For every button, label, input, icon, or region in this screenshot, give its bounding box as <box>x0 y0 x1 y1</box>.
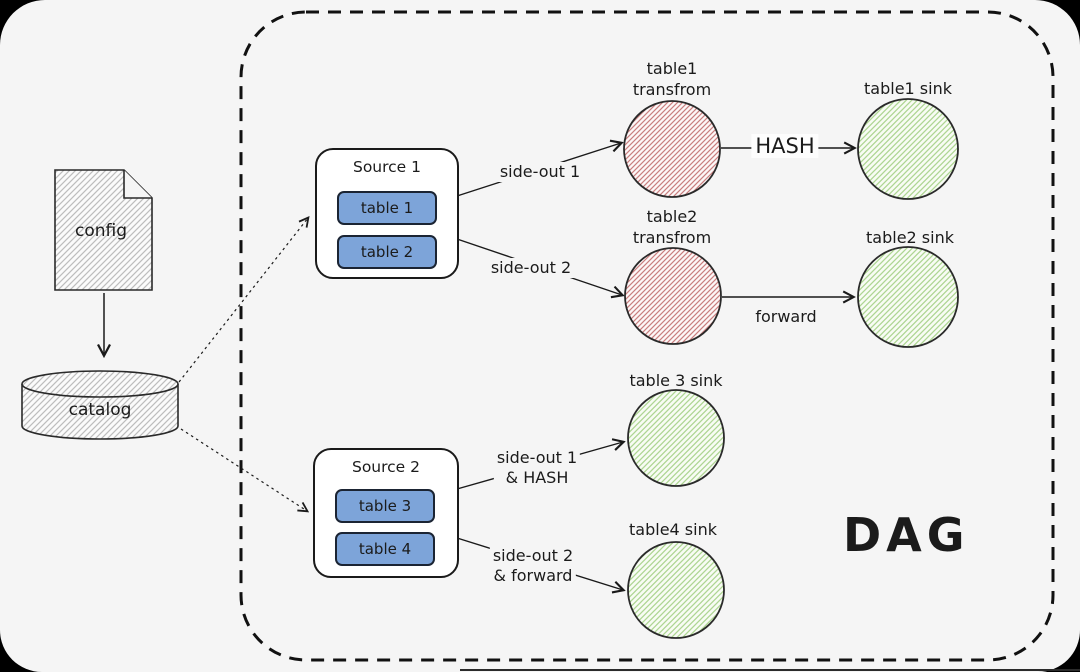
source2-box: Source 2 table 3 table 4 <box>313 448 459 578</box>
table2-transform-label: table2 transfrom <box>633 206 711 248</box>
table3-sink-node <box>627 389 725 487</box>
table1-transform-label-line2: transfrom <box>632 80 712 99</box>
table2-transform-label-line2: transfrom <box>632 228 712 247</box>
table1-sink-label: table1 sink <box>864 79 952 98</box>
table3-sink-label: table 3 sink <box>629 371 723 390</box>
edge-label-side-out-1: side-out 1 <box>496 162 584 182</box>
edge-label-side-out-2-forward: side-out 2 & forward <box>489 546 577 586</box>
table4-sink-label: table4 sink <box>629 520 717 539</box>
source1-title: Source 1 <box>352 158 422 176</box>
table2-sink-label: table2 sink <box>866 228 954 247</box>
table2-transform-node <box>624 247 722 345</box>
edge-label-hash: HASH <box>751 134 819 158</box>
edge-catalog-to-source1 <box>178 218 308 383</box>
edge-label-forward: forward <box>752 307 820 327</box>
table4-sink-node <box>627 541 725 639</box>
dag-container-border <box>239 10 1055 662</box>
table1-transform-node <box>623 100 721 198</box>
catalog-label: catalog <box>68 400 132 420</box>
edge-label-side-out-2-forward-line2: & forward <box>489 566 577 586</box>
config-label: config <box>74 221 128 241</box>
table2-transform-label-line1: table2 <box>646 207 698 226</box>
edge-label-side-out-2-forward-line1: side-out 2 <box>489 546 577 566</box>
edge-label-side-out-1-hash-line1: side-out 1 <box>493 448 581 468</box>
source2-table4-chip: table 4 <box>335 532 435 566</box>
source2-title: Source 2 <box>351 458 421 476</box>
table1-transform-label: table1 transfrom <box>633 58 711 100</box>
edge-label-side-out-2: side-out 2 <box>487 258 575 278</box>
edge-label-side-out-1-hash: side-out 1 & HASH <box>493 448 581 488</box>
config-document-shape <box>54 169 153 291</box>
source1-box: Source 1 table 1 table 2 <box>315 148 459 279</box>
dag-title: DAG <box>843 508 970 562</box>
source2-table3-chip: table 3 <box>335 489 435 523</box>
catalog-cylinder-shape <box>21 370 179 440</box>
table2-sink-node <box>857 246 959 348</box>
edge-catalog-to-source2 <box>180 428 307 511</box>
source1-table1-chip: table 1 <box>337 191 437 225</box>
edge-label-side-out-1-hash-line2: & HASH <box>493 468 581 488</box>
source1-table2-chip: table 2 <box>337 235 437 269</box>
table1-sink-node <box>857 98 959 200</box>
table1-transform-label-line1: table1 <box>646 59 698 78</box>
